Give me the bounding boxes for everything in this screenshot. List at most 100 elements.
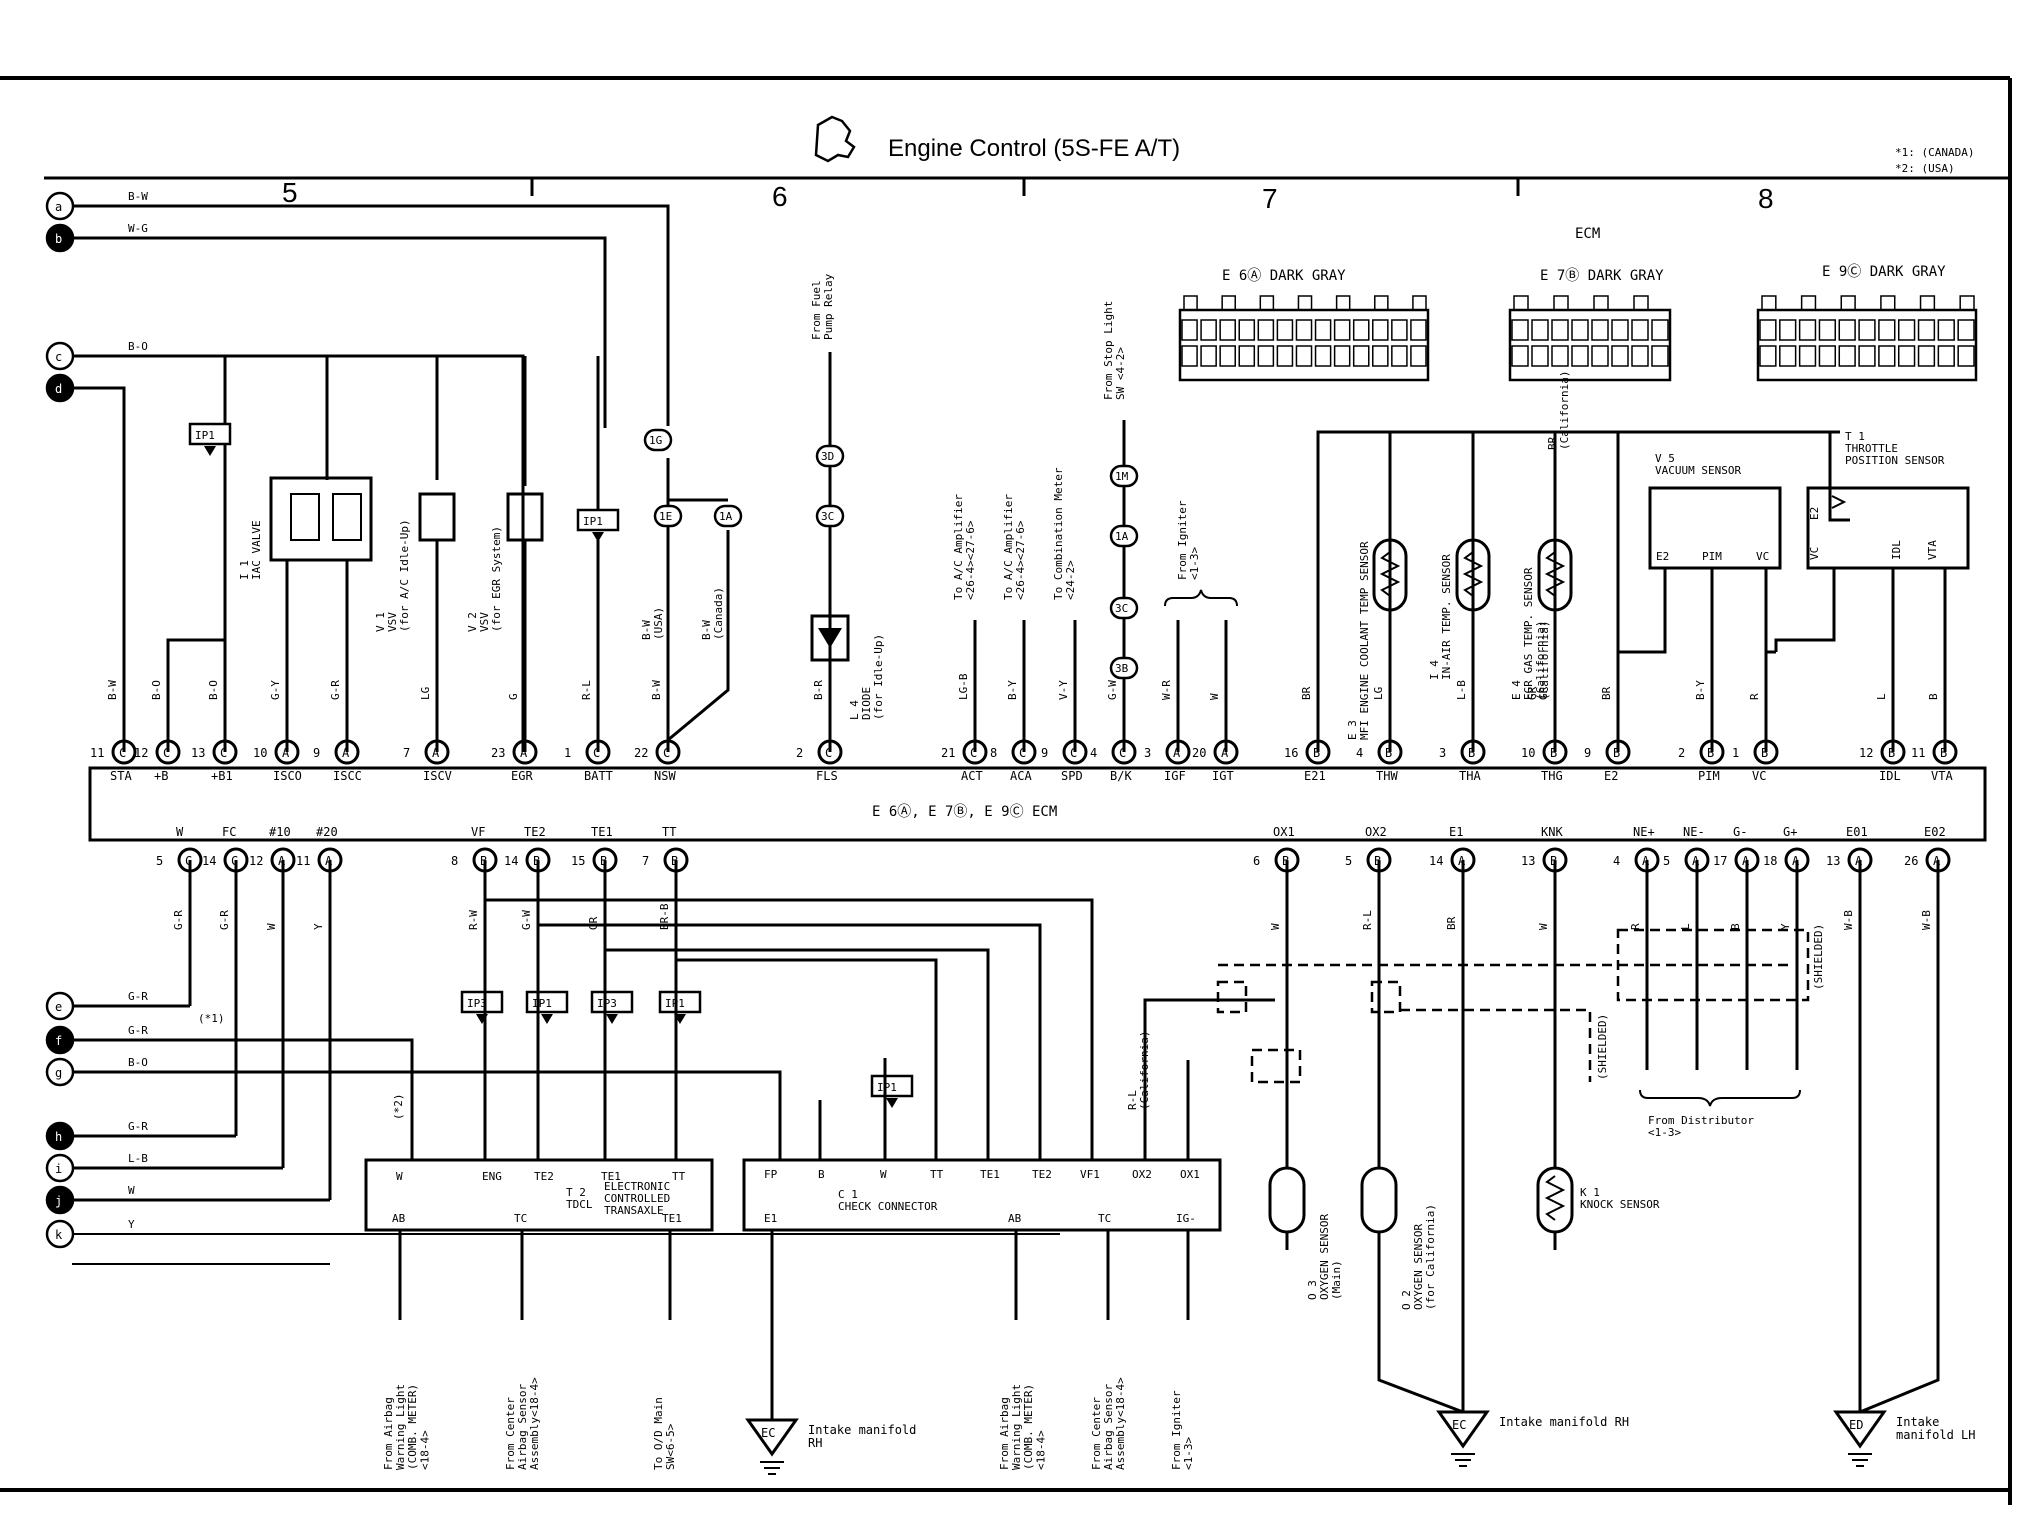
from-fuel-pump-relay: From FuelPump Relay xyxy=(810,273,835,340)
reference-letter: a xyxy=(55,200,62,214)
pin-name: ACT xyxy=(961,769,983,783)
ecm-body xyxy=(88,766,1987,842)
pin-number: 4 xyxy=(1356,746,1363,760)
usa-note: B-W(USA) xyxy=(640,607,665,640)
junction-label: IP1 xyxy=(583,515,603,528)
junction-box xyxy=(590,990,634,1014)
pin-number: 15 xyxy=(571,854,585,868)
splice-marker xyxy=(815,444,845,468)
pin-name: +B1 xyxy=(211,769,233,783)
pin-connector-letter: B xyxy=(1707,746,1714,760)
vacuum-sensor xyxy=(1648,486,1782,570)
california-br-note: BR(California) xyxy=(1546,371,1571,450)
pin-number: 21 xyxy=(941,746,955,760)
reference-letter: d xyxy=(55,382,62,396)
ground-triangle xyxy=(745,1418,799,1457)
junction-box xyxy=(460,990,504,1014)
pin-number: 7 xyxy=(642,854,649,868)
wire-color: GR xyxy=(1537,686,1550,700)
pin-name: OX1 xyxy=(1273,825,1295,839)
iac-valve xyxy=(269,476,373,562)
egr-gas-temp-sensor xyxy=(1537,538,1573,612)
note-canada: *1: (CANADA) xyxy=(1895,146,1974,159)
vacuum-pin-label: PIM xyxy=(1702,550,1722,563)
wire-color: GR xyxy=(587,916,600,930)
pin-name: #20 xyxy=(316,825,338,839)
wire-color: G-R xyxy=(172,910,185,930)
pin-number: 5 xyxy=(1663,854,1670,868)
pin-name: THW xyxy=(1376,769,1398,783)
wire-color: LG xyxy=(1372,687,1385,700)
pin-connector-letter: A xyxy=(1221,746,1229,760)
reference-wire-color: L-B xyxy=(128,1152,148,1165)
wire-color: G-R xyxy=(329,680,342,700)
pin-number: 13 xyxy=(191,746,205,760)
reference-wire-color: G-R xyxy=(128,1024,148,1037)
wire-color: LG xyxy=(419,687,432,700)
pin-number: 6 xyxy=(1253,854,1260,868)
wire-color: BR xyxy=(1300,686,1313,700)
wire-color: W xyxy=(265,923,278,930)
pin-number: 10 xyxy=(253,746,267,760)
ecm-label: ECM xyxy=(1575,226,1600,242)
pin-connector-letter: B xyxy=(1550,746,1557,760)
star1-note: (*1) xyxy=(198,1012,225,1025)
reference-letter: k xyxy=(55,1228,63,1242)
pin-name: ISCO xyxy=(273,769,302,783)
pin-name: VC xyxy=(1752,769,1766,783)
check-top-pin: B xyxy=(818,1168,825,1181)
wire-color: L xyxy=(1875,693,1888,700)
throttle-pin-label: IDL xyxy=(1890,540,1903,560)
wire-color: G xyxy=(507,693,520,700)
bottom-feed-b1: From AirbagWarning Light(COMB. METER)<18… xyxy=(382,1384,431,1470)
wire-color: G-W xyxy=(1106,680,1119,700)
pin-name: THA xyxy=(1459,769,1481,783)
splice-marker xyxy=(1109,656,1139,680)
splice-label: 1M xyxy=(1115,470,1129,483)
ground-code: EC xyxy=(761,1426,775,1440)
wire-color: G-Y xyxy=(269,680,282,700)
pin-name: FLS xyxy=(816,769,838,783)
wire-color: W xyxy=(1208,693,1221,700)
check-top-pin: OX1 xyxy=(1180,1168,1200,1181)
pin-number: 26 xyxy=(1904,854,1918,868)
wire-color: G-R xyxy=(218,910,231,930)
junction-label: IP1 xyxy=(532,997,552,1010)
pin-number: 12 xyxy=(1859,746,1873,760)
bottom-feed-b5: From CenterAirbag SensorAssembly<18-4> xyxy=(1090,1377,1127,1470)
pin-connector-letter: B xyxy=(1313,746,1320,760)
reference-wire-color: B-O xyxy=(128,340,148,353)
pin-name: NE- xyxy=(1683,825,1705,839)
ground-triangle xyxy=(1436,1410,1490,1449)
star2-note: (*2) xyxy=(392,1094,405,1121)
pin-connector-letter: B xyxy=(1468,746,1475,760)
pin-name: E21 xyxy=(1304,769,1326,783)
pin-connector-letter: A xyxy=(432,746,440,760)
connector-e9-label: E 9Ⓒ DARK GRAY xyxy=(1822,264,1946,280)
wire-color: B-Y xyxy=(1694,680,1707,700)
splice-label: 1E xyxy=(659,510,672,523)
wire-color: V-Y xyxy=(1057,680,1070,700)
wire-color: W-R xyxy=(1160,680,1173,700)
pin-name: STA xyxy=(110,769,132,783)
ecm-connector-faces xyxy=(1178,295,1978,382)
vsv-egr xyxy=(506,492,544,542)
splice-label: 3B xyxy=(1115,662,1129,675)
check-connector-box xyxy=(742,1158,1222,1232)
reference-wire-color: B-W xyxy=(128,190,148,203)
pin-connector-letter: C xyxy=(825,746,832,760)
wire-color: R-L xyxy=(580,680,593,700)
bottom-feed-b3: To O/D MainSW<6-5> xyxy=(652,1397,677,1470)
tdcl-bottom-pin: TC xyxy=(514,1212,527,1225)
pin-name: ISCC xyxy=(333,769,362,783)
section-7: 7 xyxy=(1262,183,1278,214)
wire-color: W xyxy=(1269,923,1282,930)
